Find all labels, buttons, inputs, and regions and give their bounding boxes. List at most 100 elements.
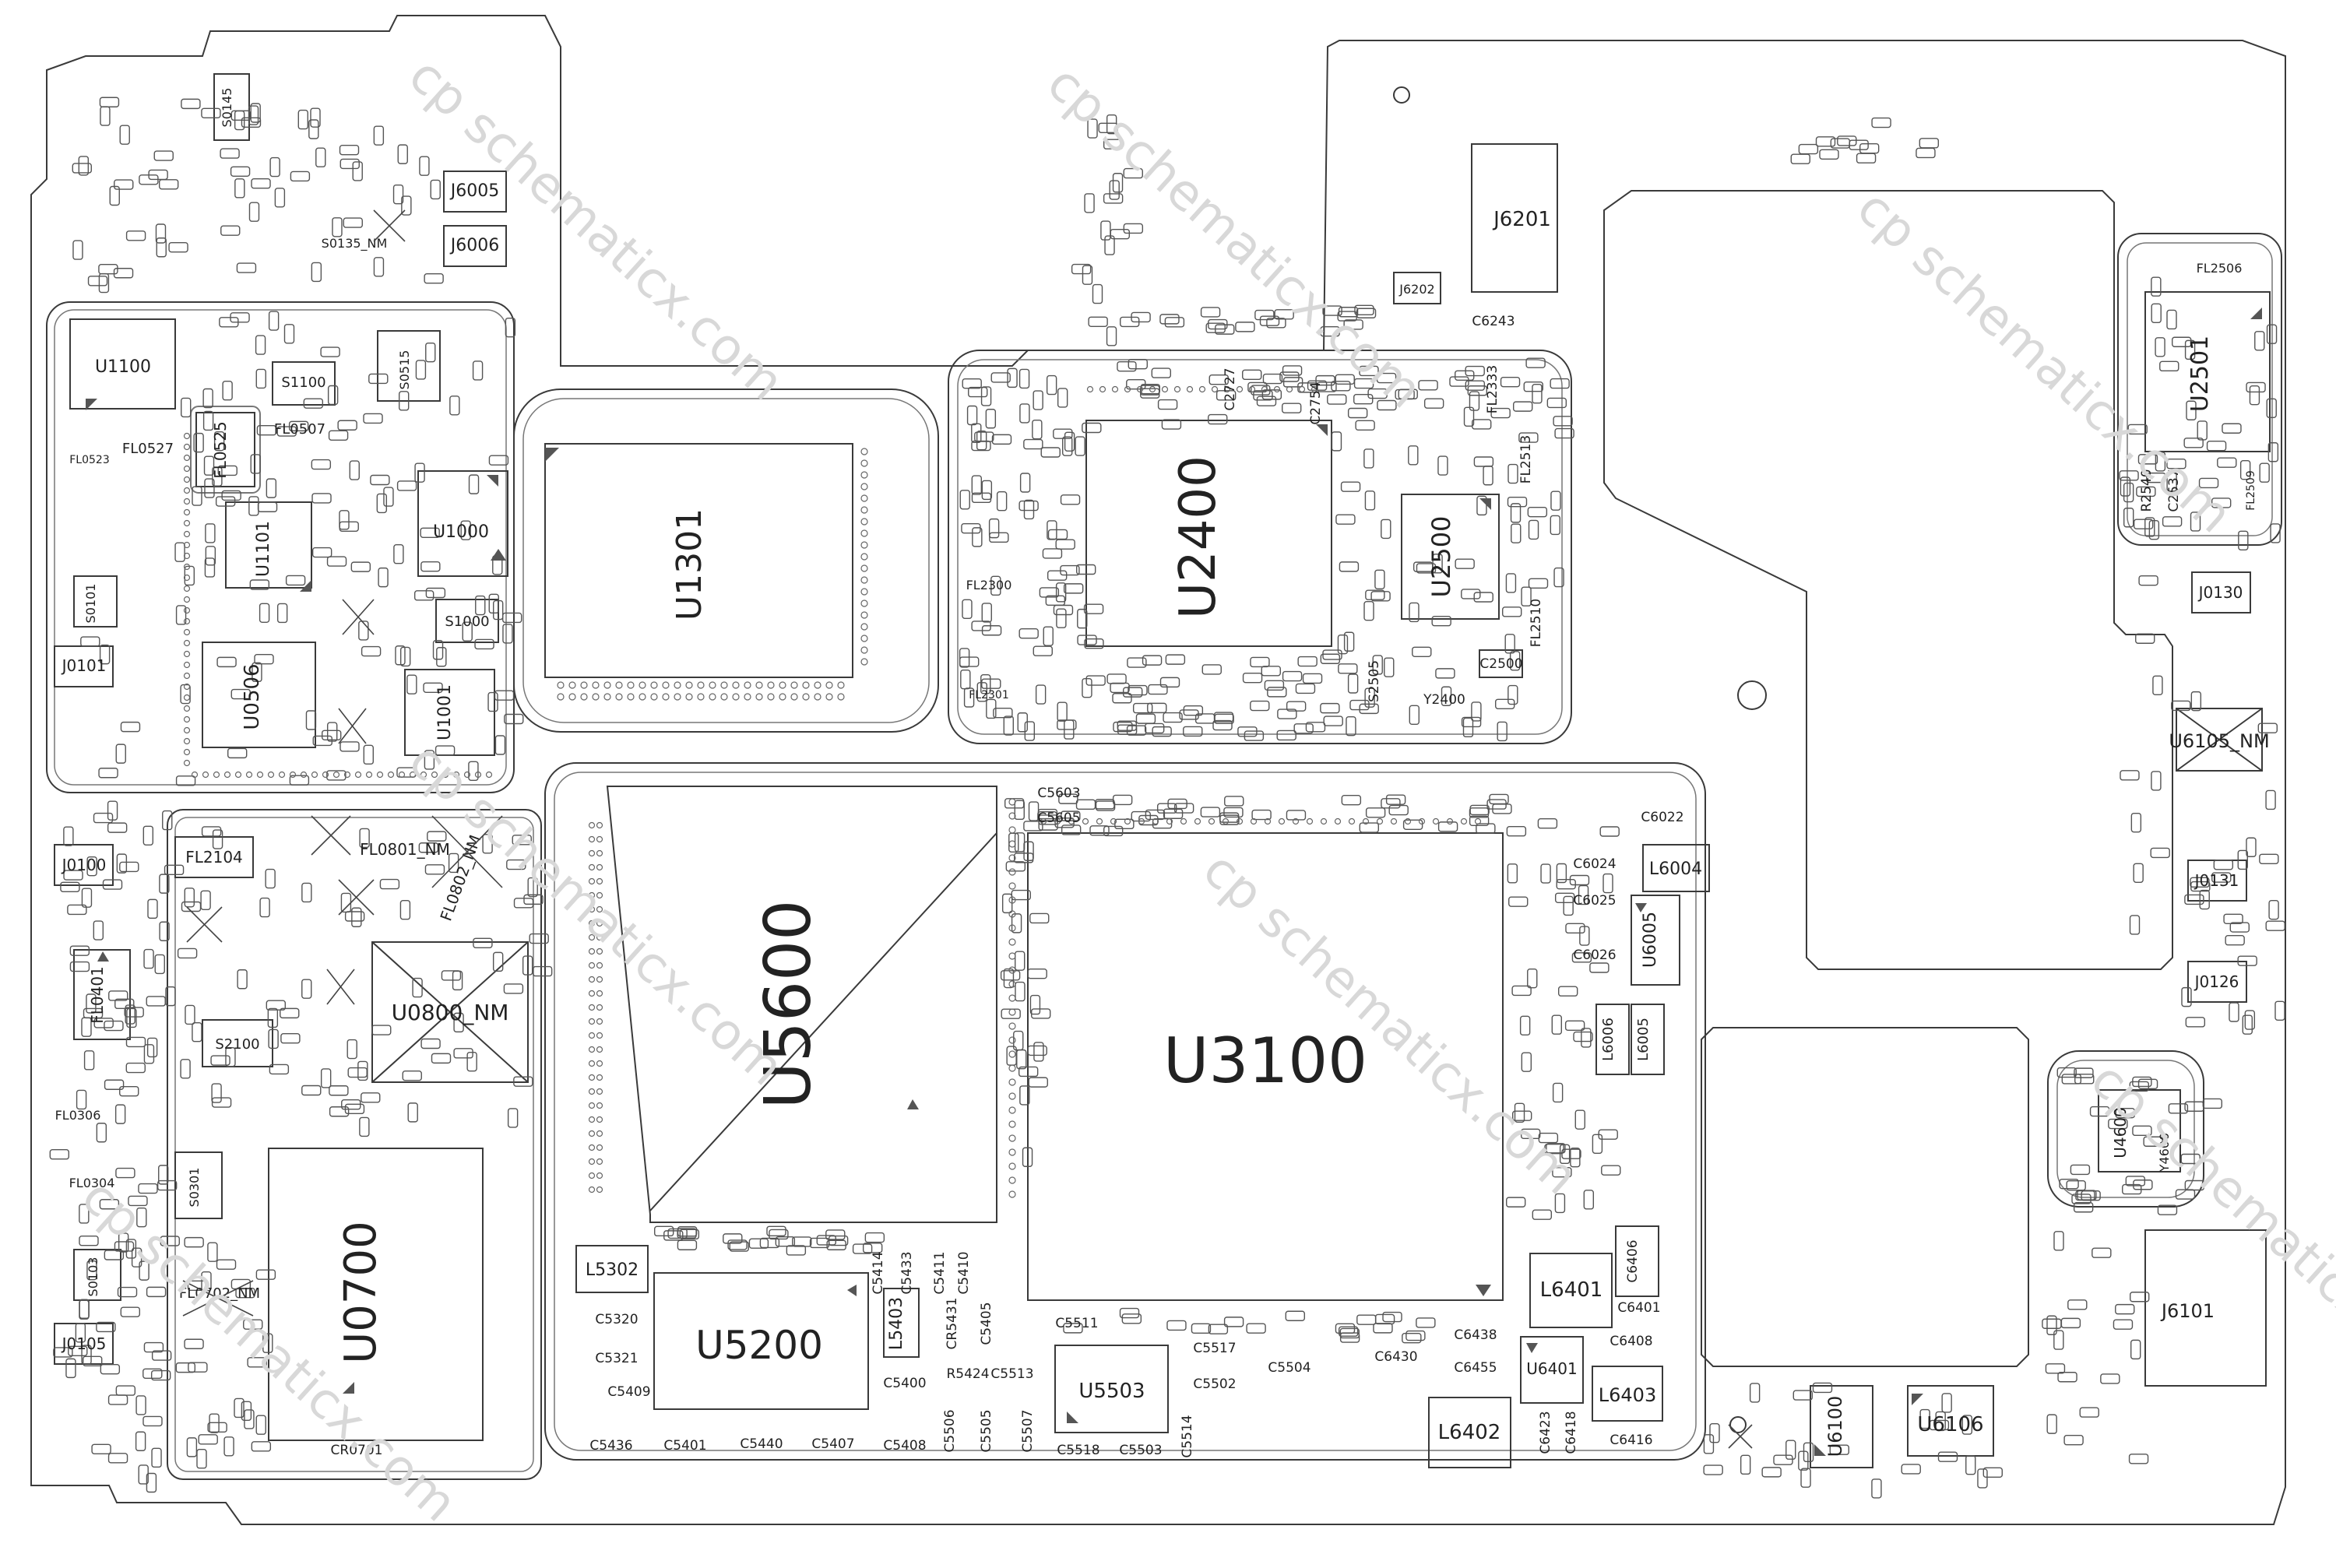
label-u5600: U5600	[751, 900, 825, 1109]
j0126-body	[2187, 961, 2247, 1003]
j6202-body	[1393, 272, 1441, 304]
label-c6024: C6024	[1573, 856, 1616, 872]
label-l6401: L6401	[1540, 1278, 1603, 1302]
u6401-body	[1520, 1336, 1584, 1404]
shield-u1301	[513, 388, 939, 733]
label-c6025: C6025	[1573, 893, 1616, 909]
label-c5409: C5409	[607, 1384, 650, 1400]
label-j0101: J0101	[61, 656, 107, 675]
j0130-body	[2191, 571, 2251, 613]
label-c5506: C5506	[942, 1409, 958, 1452]
l5403-body	[883, 1288, 920, 1358]
l6005-body	[1631, 1004, 1665, 1075]
label-c6438: C6438	[1454, 1327, 1497, 1343]
u4600-body	[2098, 1089, 2181, 1172]
label-c5410: C5410	[956, 1251, 972, 1294]
label-j0131: J0131	[2194, 871, 2239, 890]
label-fl2333: FL2333	[1485, 365, 1500, 414]
shield-main	[544, 762, 1706, 1461]
label-c6416: C6416	[1610, 1433, 1652, 1448]
j6201-body	[1471, 143, 1558, 293]
label-fl2104: FL2104	[185, 848, 243, 867]
label-cr0701: CR0701	[331, 1443, 383, 1458]
label-fl2301: FL2301	[969, 689, 1008, 701]
label-c2754: C2754	[1308, 381, 1324, 424]
label-fl0306: FL0306	[55, 1108, 101, 1123]
label-s1000: S1000	[445, 613, 489, 630]
label-u1100: U1100	[95, 357, 151, 377]
s2100-body	[202, 1019, 273, 1067]
label-c2500: C2500	[1479, 656, 1522, 672]
label-fl0523: FL0523	[69, 454, 109, 466]
label-c5411: C5411	[932, 1251, 948, 1294]
label-fl0527: FL0527	[122, 441, 174, 457]
label-c5400: C5400	[883, 1376, 926, 1391]
label-s2505: S2505	[1367, 660, 1382, 702]
label-u0700: U0700	[336, 1221, 386, 1364]
shield-u2400	[948, 350, 1572, 744]
label-c6418: C6418	[1564, 1411, 1579, 1454]
label-j0130: J0130	[2197, 583, 2243, 602]
label-u6005: U6005	[1641, 912, 1660, 968]
fl0401-body	[73, 949, 131, 1040]
label-c6408: C6408	[1610, 1334, 1652, 1349]
l6403-body	[1592, 1366, 1663, 1422]
label-cr5431: CR5431	[945, 1298, 960, 1350]
label-l6005: L6005	[1635, 1018, 1652, 1061]
label-c2727: C2727	[1223, 367, 1238, 410]
label-u2501: U2501	[2186, 336, 2214, 412]
label-u1000: U1000	[433, 522, 489, 542]
label-fl2509: FL2509	[2245, 470, 2257, 510]
label-u2400: U2400	[1170, 455, 1227, 619]
label-u2500: U2500	[1427, 516, 1456, 598]
label-l6403: L6403	[1599, 1384, 1656, 1406]
u6105-body	[2176, 708, 2263, 772]
label-c6423: C6423	[1538, 1411, 1553, 1454]
label-c5440: C5440	[740, 1436, 783, 1452]
label-c5401: C5401	[663, 1438, 706, 1454]
u1000-body	[417, 470, 508, 577]
l6401-body	[1529, 1253, 1613, 1328]
u5503-body	[1054, 1345, 1169, 1433]
label-fl2506: FL2506	[2197, 261, 2243, 276]
label-c5405: C5405	[979, 1302, 994, 1345]
label-c6022: C6022	[1641, 810, 1683, 825]
u0700-body	[268, 1148, 484, 1441]
label-j0126: J0126	[2194, 972, 2239, 991]
label-fl2300: FL2300	[966, 578, 1012, 592]
u5600-chamfer	[649, 832, 997, 1211]
label-j6201: J6201	[1492, 208, 1551, 231]
label-u5503: U5503	[1078, 1380, 1145, 1403]
label-c6406: C6406	[1625, 1239, 1641, 1282]
label-c5505: C5505	[979, 1409, 994, 1452]
label-l5403: L5403	[887, 1297, 906, 1350]
label-y4600: Y4600	[2157, 1133, 2172, 1173]
label-l5302: L5302	[586, 1260, 639, 1280]
label-c5436: C5436	[589, 1438, 632, 1454]
label-u6105-nm: U6105_NM	[2169, 730, 2269, 752]
c6406-body	[1615, 1225, 1659, 1297]
label-u1301: U1301	[670, 508, 709, 621]
u6100-body	[1810, 1385, 1873, 1468]
label-c5603: C5603	[1037, 786, 1080, 801]
u5600-body	[606, 786, 997, 1223]
u5200-body	[653, 1272, 869, 1410]
label-j6005: J6005	[449, 181, 499, 201]
label-c5514: C5514	[1180, 1415, 1195, 1457]
l6004-body	[1642, 844, 1710, 892]
label-s0515: S0515	[397, 350, 412, 390]
l6402-body	[1428, 1397, 1511, 1468]
label-l6402: L6402	[1438, 1421, 1501, 1444]
mount-hole-low	[1729, 1416, 1747, 1433]
label-j6006: J6006	[449, 236, 499, 255]
c2500-body	[1479, 649, 1523, 678]
label-s1100: S1100	[281, 374, 325, 391]
u0800-body	[371, 941, 529, 1083]
label-u6100: U6100	[1824, 1396, 1846, 1457]
s0101-body	[73, 575, 118, 628]
label-c5320: C5320	[595, 1312, 638, 1327]
bottom-right-cutout	[1701, 1027, 2029, 1367]
label-u4600: U4600	[2111, 1107, 2130, 1158]
